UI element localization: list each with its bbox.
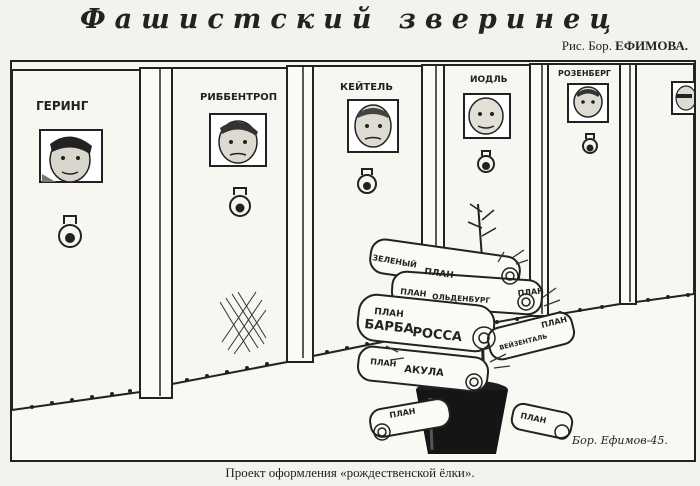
cage-door-1: [12, 69, 141, 412]
scroll-label-6: ПЛАН: [374, 307, 404, 320]
scroll-label-11: ПЛАН: [370, 357, 397, 369]
cross-hatch-mark: [219, 291, 267, 355]
credit-prefix: Рис. Бор.: [561, 38, 612, 53]
cage-pillar-4: [529, 63, 549, 317]
cage-label-4: ИОДЛЬ: [470, 75, 508, 85]
scroll-label-3: ПЛАН: [400, 287, 427, 299]
cage-pillar-5: [619, 63, 637, 305]
cartoon-title: Фашистский зверинец: [80, 4, 620, 35]
scroll-label-5: ПЛАН: [517, 286, 544, 298]
cage-label-2: РИББЕНТРОП: [200, 92, 277, 103]
scroll-label-8: РОССА: [412, 325, 463, 345]
artist-credit: Рис. Бор. ЕФИМОВА.: [562, 38, 688, 54]
cage-window-1: [39, 129, 103, 183]
scroll-label-12: АКУЛА: [404, 364, 445, 379]
scroll-label-2: ПЛАН: [424, 267, 455, 281]
cage-label-1: ГЕРИНГ: [36, 99, 89, 113]
cage-window-4: [463, 93, 511, 139]
cage-label-5: РОЗЕНБЕРГ: [558, 69, 611, 78]
lock-4-icon: [477, 150, 495, 173]
cage-pillar-2: [286, 65, 314, 363]
lock-3-icon: [357, 168, 377, 194]
cartoon-illustration: ГЕРИНГ РИББЕНТРОП КЕЙТЕЛЬ ИОДЛЬ РОЗЕНБЕР…: [12, 63, 694, 460]
caption: Проект оформления «рождественской ёлки».: [225, 465, 475, 480]
cage-window-3: [347, 99, 399, 153]
cage-window-2: [209, 113, 267, 167]
credit-name: ЕФИМОВА.: [615, 38, 688, 53]
lock-5-icon: [582, 133, 598, 154]
lock-2-icon: [229, 187, 251, 217]
scroll-label-13: ПЛАН: [389, 407, 416, 420]
scroll-tree: ЗЕЛЕНЫЙ ПЛАН ПЛАН ОЛЬДЕНБУРГ ПЛАН ПЛАН Б…: [356, 203, 576, 454]
cartoon-frame: ГЕРИНГ РИББЕНТРОП КЕЙТЕЛЬ ИОДЛЬ РОЗЕНБЕР…: [10, 60, 696, 462]
cage-window-6: [671, 81, 694, 115]
cage-pillar-1: [139, 67, 173, 399]
cage-locks: [58, 133, 598, 248]
cage-window-5: [567, 83, 609, 123]
scroll-label-4: ОЛЬДЕНБУРГ: [432, 292, 491, 305]
scroll-label-7: БАРБА: [364, 317, 415, 337]
artist-signature: Бор. Ефимов-45.: [571, 434, 668, 447]
lock-1-icon: [58, 215, 82, 248]
cage-label-3: КЕЙТЕЛЬ: [340, 80, 393, 93]
cage-door-6: [635, 63, 694, 304]
